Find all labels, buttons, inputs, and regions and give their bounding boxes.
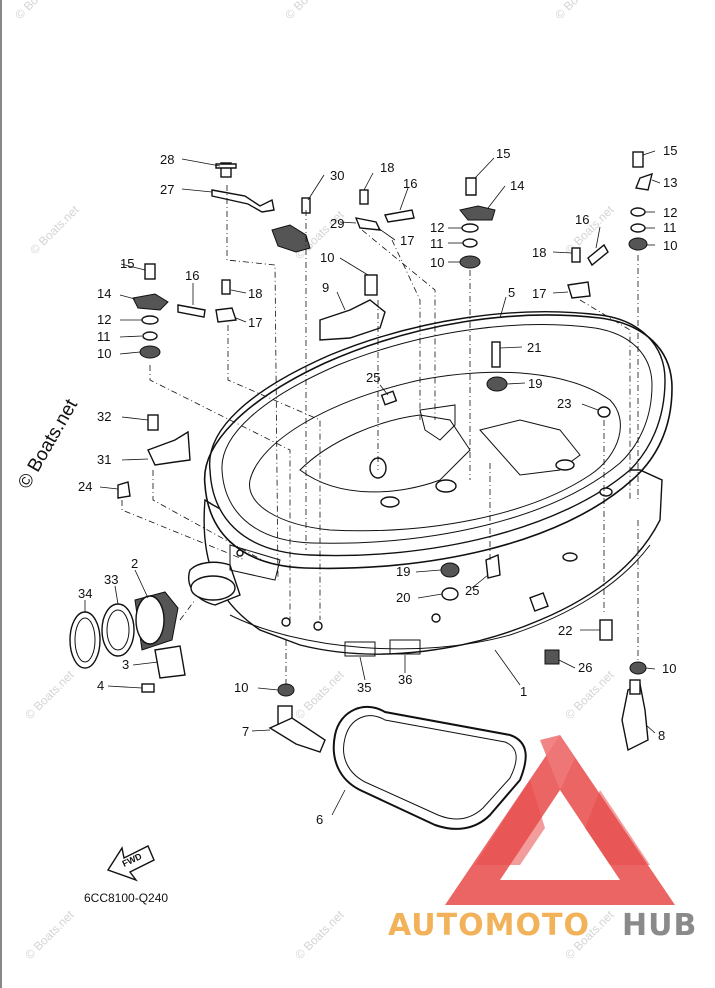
watermark: © Boats.net bbox=[292, 907, 347, 962]
seal-6 bbox=[332, 706, 527, 830]
hook-17-top bbox=[354, 177, 496, 269]
fwd-arrow-icon: FWD bbox=[106, 845, 155, 882]
callout-12: 12 bbox=[97, 312, 111, 327]
callout-10: 10 bbox=[320, 250, 334, 265]
callout-23: 23 bbox=[557, 396, 571, 411]
callout-17: 17 bbox=[532, 286, 546, 301]
callout-1: 1 bbox=[520, 684, 527, 699]
lower-center-parts bbox=[440, 553, 501, 601]
bracket-7 bbox=[268, 683, 326, 753]
watermark: © Boats.net bbox=[22, 667, 77, 722]
callout-25: 25 bbox=[465, 583, 479, 598]
hook-8 bbox=[621, 679, 649, 752]
brand-name-part1: AUTOMOTO bbox=[388, 908, 590, 943]
grip-29 bbox=[271, 197, 311, 253]
callout-19: 19 bbox=[396, 564, 410, 579]
callout-13: 13 bbox=[663, 175, 677, 190]
watermark: © Boats.net bbox=[22, 907, 77, 962]
callout-19: 19 bbox=[528, 376, 542, 391]
callout-12: 12 bbox=[430, 220, 444, 235]
left-column-parts bbox=[132, 263, 237, 359]
callout-33: 33 bbox=[104, 572, 118, 587]
callout-11: 11 bbox=[430, 236, 444, 251]
callout-24: 24 bbox=[78, 479, 92, 494]
screw-21 bbox=[380, 341, 611, 418]
callout-8: 8 bbox=[658, 728, 665, 743]
callout-10: 10 bbox=[662, 661, 676, 676]
callout-25: 25 bbox=[366, 370, 380, 385]
brand-logo: AUTOMOTO HUB bbox=[388, 735, 697, 943]
callout-14: 14 bbox=[510, 178, 524, 193]
watermark: © Boats.net bbox=[562, 202, 617, 257]
right-column-parts bbox=[567, 151, 653, 299]
right-lower-parts bbox=[544, 619, 647, 675]
leader-lines bbox=[84, 150, 661, 816]
bracket-31 bbox=[117, 414, 191, 499]
callout-27: 27 bbox=[160, 182, 174, 197]
callout-numbers: 28 27 30 29 18 16 17 15 14 12 11 10 15 1… bbox=[78, 143, 677, 827]
callout-9: 9 bbox=[322, 280, 329, 295]
callout-29: 29 bbox=[330, 216, 344, 231]
callout-4: 4 bbox=[97, 678, 104, 693]
callout-16: 16 bbox=[185, 268, 199, 283]
watermark: © Boats.net bbox=[562, 667, 617, 722]
callout-21: 21 bbox=[527, 340, 541, 355]
callout-30: 30 bbox=[330, 168, 344, 183]
watermark: © Boats.net bbox=[27, 202, 82, 257]
bracket-27 bbox=[211, 162, 275, 213]
callout-18: 18 bbox=[248, 286, 262, 301]
callout-16: 16 bbox=[575, 212, 589, 227]
brand-name-part2: HUB bbox=[622, 908, 697, 943]
bottom-cowling bbox=[188, 311, 666, 657]
watermark: © Boats.net bbox=[12, 0, 67, 22]
callout-12: 12 bbox=[663, 205, 677, 220]
callout-10: 10 bbox=[430, 255, 444, 270]
callout-11: 11 bbox=[663, 220, 677, 235]
callout-31: 31 bbox=[97, 452, 111, 467]
hose-clamp-assembly bbox=[69, 591, 186, 693]
seal-5 bbox=[203, 314, 673, 570]
callout-6: 6 bbox=[316, 812, 323, 827]
callout-36: 36 bbox=[398, 672, 412, 687]
callout-18: 18 bbox=[380, 160, 394, 175]
callout-5: 5 bbox=[508, 285, 515, 300]
callout-35: 35 bbox=[357, 680, 371, 695]
callout-17: 17 bbox=[248, 315, 262, 330]
callout-14: 14 bbox=[97, 286, 111, 301]
callout-17: 17 bbox=[400, 233, 414, 248]
callout-34: 34 bbox=[78, 586, 92, 601]
diagram-code: 6CC8100-Q240 bbox=[84, 891, 168, 905]
callout-28: 28 bbox=[160, 152, 174, 167]
callout-11: 11 bbox=[97, 329, 111, 344]
callout-10: 10 bbox=[234, 680, 248, 695]
callout-3: 3 bbox=[122, 657, 129, 672]
callout-20: 20 bbox=[396, 590, 410, 605]
callout-18: 18 bbox=[532, 245, 546, 260]
callout-22: 22 bbox=[558, 623, 572, 638]
callout-26: 26 bbox=[578, 660, 592, 675]
watermark: © Boats.net bbox=[552, 0, 607, 22]
callout-15: 15 bbox=[496, 146, 510, 161]
callout-7: 7 bbox=[242, 724, 249, 739]
assembly-lines bbox=[121, 185, 639, 685]
callout-15: 15 bbox=[120, 256, 134, 271]
side-watermark: © Boats.net bbox=[14, 395, 82, 492]
callout-16: 16 bbox=[403, 176, 417, 191]
callout-10: 10 bbox=[663, 238, 677, 253]
callout-10: 10 bbox=[97, 346, 111, 361]
callout-15: 15 bbox=[663, 143, 677, 158]
watermark: © Boats.net bbox=[292, 667, 347, 722]
watermark: © Boats.net bbox=[282, 0, 337, 22]
bracket-9 bbox=[319, 274, 386, 341]
callout-2: 2 bbox=[131, 556, 138, 571]
callout-32: 32 bbox=[97, 409, 111, 424]
